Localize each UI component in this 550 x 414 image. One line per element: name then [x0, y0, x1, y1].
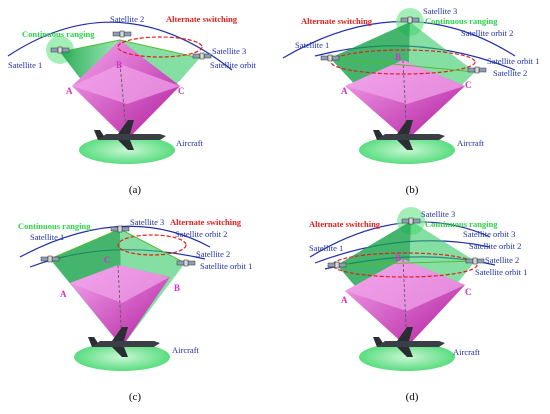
diagram-c	[19, 225, 211, 371]
point-c-label: C	[465, 287, 472, 297]
diagram-b	[282, 8, 516, 164]
continuous-ranging-label: Continuous ranging	[18, 221, 91, 231]
point-a-label: A	[60, 289, 67, 299]
satellite-orbit-1-label: Satellite orbit 1	[487, 56, 540, 66]
continuous-ranging-label: Continuous ranging	[425, 16, 498, 26]
point-c-label: C	[465, 80, 472, 90]
point-b-label: B	[116, 60, 123, 70]
satellite-2-label: Satellite 2	[485, 255, 520, 265]
satellite-orbit-3-label: Satellite orbit 3	[463, 229, 516, 239]
panel-caption: (b)	[405, 184, 419, 196]
aircraft-label: Aircraft	[172, 345, 199, 355]
satellite-orbit-label: Satellite orbit	[210, 60, 257, 70]
pyramid-top	[70, 265, 170, 303]
satellite-3-icon	[192, 52, 212, 60]
alternate-switching-label: Alternate switching	[309, 219, 381, 229]
satellite-1-icon	[40, 255, 60, 263]
pyramid-axis	[117, 264, 123, 348]
pyramid-top	[345, 60, 465, 104]
satellite-3-label: Satellite 3	[423, 6, 458, 16]
aircraft-icon	[373, 120, 445, 150]
satellite-2-icon	[465, 257, 485, 265]
panel-d: Satellite 3 Alternate switching Continuo…	[275, 207, 550, 414]
point-a-label: A	[341, 295, 348, 305]
ground-glow	[79, 136, 175, 164]
satellite-orbit-2-label: Satellite orbit 2	[469, 241, 522, 251]
satellite-3-label: Satellite 3	[130, 217, 165, 227]
aircraft-label: Aircraft	[457, 138, 484, 148]
satellite-3-icon	[110, 225, 130, 233]
alternate-switching-label: Alternate switching	[170, 217, 242, 227]
panel-caption: (d)	[405, 391, 419, 403]
satellite-3-label: Satellite 3	[212, 46, 247, 56]
satellite-3-label: Satellite 3	[421, 209, 456, 219]
switching-loop	[117, 36, 203, 58]
satellite-1-icon	[320, 54, 340, 62]
point-c-label: C	[104, 255, 111, 265]
aircraft-label: Aircraft	[176, 138, 203, 148]
aircraft-icon	[88, 327, 160, 357]
link-3-2	[119, 228, 186, 264]
satellite-3-icon	[400, 16, 420, 24]
point-b-label: B	[395, 253, 402, 263]
aircraft-icon	[94, 120, 166, 150]
satellite-2-icon	[467, 66, 487, 74]
aircraft-icon	[373, 327, 445, 357]
satellite-2-label: Satellite 2	[110, 14, 145, 24]
satellite-2-icon	[176, 259, 196, 267]
satellite-orbit	[7, 21, 233, 71]
satellite-1-label: Satellite 1	[295, 40, 330, 50]
satellite-2-label: Satellite 2	[196, 249, 231, 259]
satellite-1-label: Satellite 1	[30, 232, 65, 242]
alternate-switching-label: Alternate switching	[166, 14, 238, 24]
point-b-label: B	[174, 283, 181, 293]
pyramid-top	[345, 259, 465, 311]
switching-loop	[117, 234, 187, 256]
satellite-2-label: Satellite 2	[493, 68, 528, 78]
point-c-label: C	[178, 86, 185, 96]
pyramid-axis	[119, 63, 128, 141]
diagram-d	[309, 207, 496, 371]
satellite-1-icon	[327, 261, 347, 269]
panel-a: Continuous ranging Satellite 1 Satellite…	[0, 0, 275, 207]
continuous-ranging-label: Continuous ranging	[425, 219, 498, 229]
panel-b: Alternate switching Satellite 3 Continuo…	[275, 0, 550, 207]
point-b-label: B	[395, 52, 402, 62]
satellite-2-icon	[112, 30, 132, 38]
switching-loop	[332, 252, 478, 278]
satellite-3-icon	[401, 217, 421, 225]
switching-loop	[330, 49, 476, 75]
diagram-a	[7, 21, 233, 164]
satellite-1-label: Satellite 1	[309, 243, 344, 253]
satellite-1-label: Satellite 1	[8, 60, 43, 70]
satellite-orbit-1-label: Satellite orbit 1	[475, 267, 528, 277]
link-1-3	[49, 228, 121, 260]
point-a-label: A	[66, 86, 73, 96]
pyramid-top	[72, 64, 180, 104]
alternate-switching-label: Alternate switching	[301, 16, 373, 26]
panel-c: Continuous ranging Satellite 3 Alternate…	[0, 207, 275, 414]
point-a-label: A	[341, 86, 348, 96]
satellite-orbit-2-label: Satellite orbit 2	[461, 28, 514, 38]
panel-caption: (a)	[128, 184, 142, 196]
satellite-orbit-1-label: Satellite orbit 1	[200, 261, 253, 271]
panel-caption: (c)	[128, 391, 142, 403]
continuous-ranging-label: Continuous ranging	[22, 29, 95, 39]
link-1-2	[329, 57, 476, 73]
satellite-1-icon	[50, 46, 70, 54]
link-1-2	[336, 260, 476, 266]
link-1-2	[59, 39, 121, 53]
aircraft-label: Aircraft	[453, 347, 480, 357]
satellite-orbit-2-label: Satellite orbit 2	[175, 229, 228, 239]
